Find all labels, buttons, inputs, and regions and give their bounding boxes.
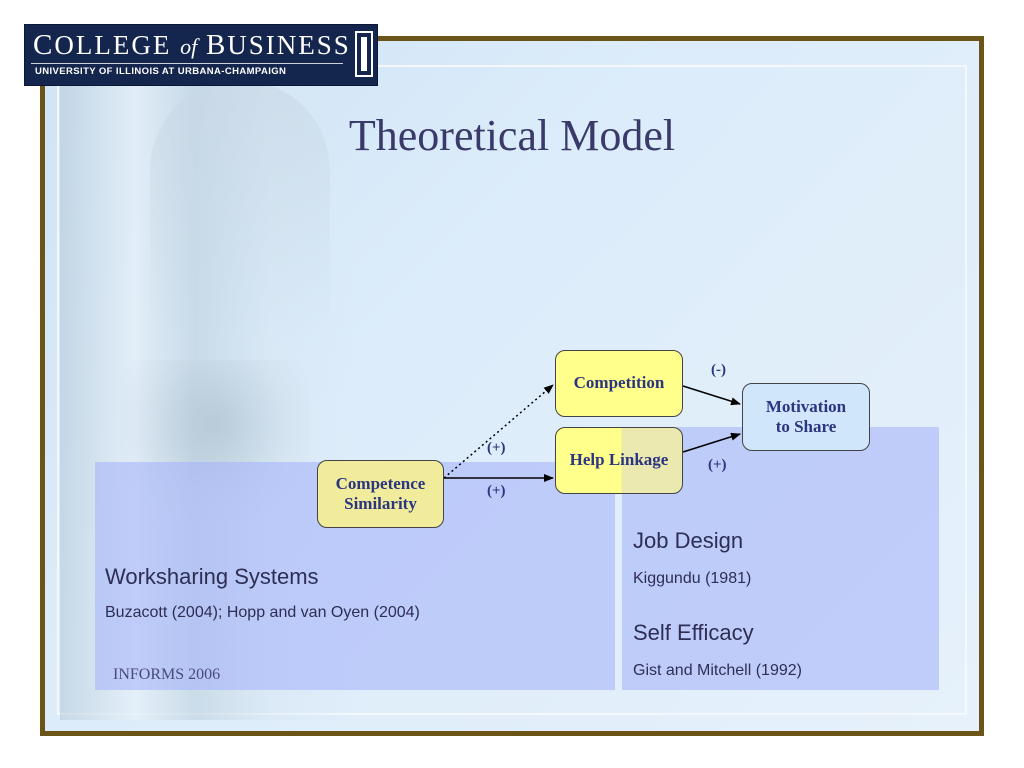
college-logo: COLLEGE of BUSINESS UNIVERSITY OF ILLINO… bbox=[24, 24, 378, 86]
self-efficacy-refs: Gist and Mitchell (1992) bbox=[633, 662, 802, 679]
logo-ollege: OLLEGE bbox=[54, 30, 172, 60]
label-help-to-motivation: (+) bbox=[708, 457, 727, 473]
logo-b: B bbox=[205, 29, 228, 61]
logo-of: of bbox=[180, 34, 198, 59]
logo-divider bbox=[31, 63, 343, 64]
logo-subtitle: UNIVERSITY OF ILLINOIS AT URBANA-CHAMPAI… bbox=[35, 66, 287, 77]
node-motivation-line1: Motivation bbox=[765, 396, 847, 416]
node-motivation-to-share: Motivation to Share bbox=[742, 383, 870, 451]
node-motivation-line2: to Share bbox=[775, 417, 837, 436]
slide-inner-border bbox=[57, 65, 967, 715]
footer-text: INFORMS 2006 bbox=[113, 666, 221, 683]
node-competence-line1: Competence bbox=[335, 473, 426, 493]
label-competence-to-competition: (+) bbox=[487, 440, 506, 456]
job-design-heading: Job Design bbox=[633, 528, 744, 553]
label-competition-to-motivation: (-) bbox=[711, 362, 726, 378]
block-i-icon bbox=[355, 31, 373, 77]
label-competence-to-help: (+) bbox=[487, 483, 506, 499]
node-competence-line2: Similarity bbox=[344, 494, 417, 513]
job-design-refs: Kiggundu (1981) bbox=[633, 570, 752, 587]
node-competence-similarity: Competence Similarity bbox=[317, 460, 444, 528]
logo-usiness: USINESS bbox=[227, 30, 351, 60]
node-competition: Competition bbox=[555, 350, 683, 417]
node-help-linkage: Help Linkage bbox=[555, 427, 683, 494]
logo-title: COLLEGE of BUSINESS bbox=[33, 29, 349, 62]
slide-title: Theoretical Model bbox=[348, 111, 676, 160]
worksharing-refs: Buzacott (2004); Hopp and van Oyen (2004… bbox=[105, 604, 420, 621]
self-efficacy-heading: Self Efficacy bbox=[633, 620, 754, 645]
arch-background-image bbox=[150, 80, 330, 340]
literature-panel-right: Job Design Kiggundu (1981) Self Efficacy… bbox=[622, 427, 939, 690]
logo-c: C bbox=[33, 29, 55, 61]
worksharing-heading: Worksharing Systems bbox=[105, 564, 319, 589]
